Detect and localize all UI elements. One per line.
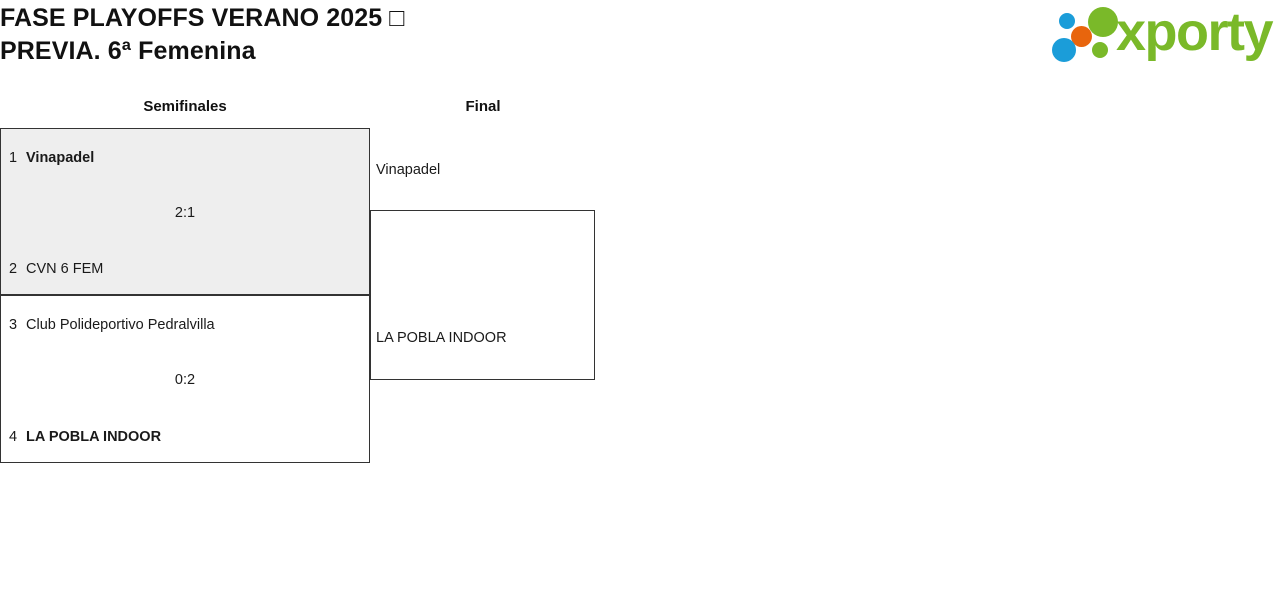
- logo-dot-orange-icon: [1071, 26, 1092, 47]
- competitor-name: Vinapadel: [26, 150, 95, 166]
- logo-wordmark: xporty: [1116, 2, 1274, 62]
- competitor-row[interactable]: 1 Vinapadel: [1, 147, 369, 169]
- final-competitor-top[interactable]: Vinapadel: [376, 162, 441, 178]
- final-competitor-bottom[interactable]: LA POBLA INDOOR: [376, 330, 507, 346]
- competitor-seed: 4: [9, 429, 18, 445]
- page-header: FASE PLAYOFFS VERANO 2025 □ PREVIA. 6ª F…: [0, 0, 1280, 80]
- competitor-row[interactable]: 4 LA POBLA INDOOR: [1, 426, 369, 448]
- competitor-seed: 1: [9, 150, 18, 166]
- match-score: 0:2: [174, 372, 196, 388]
- competitor-name: LA POBLA INDOOR: [26, 429, 162, 445]
- round-header-semifinales: Semifinales: [143, 98, 227, 115]
- logo-dots-icon: [1048, 4, 1126, 68]
- competitor-seed: 3: [9, 317, 18, 333]
- logo-dot-green-small-icon: [1092, 42, 1108, 58]
- logo-dot-blue-small-icon: [1059, 13, 1075, 29]
- xporty-logo[interactable]: xporty: [1048, 2, 1276, 68]
- match-score: 2:1: [174, 205, 196, 221]
- match-box-semifinal-2[interactable]: 3 Club Polideportivo Pedralvilla 0:2 4 LA …: [0, 295, 370, 463]
- match-box-final[interactable]: [370, 210, 595, 380]
- logo-dot-blue-large-icon: [1052, 38, 1076, 62]
- competitor-seed: 2: [9, 261, 18, 277]
- competitor-name: Club Polideportivo Pedralvilla: [26, 317, 215, 333]
- round-header-final: Final: [465, 98, 501, 115]
- page-title: FASE PLAYOFFS VERANO 2025 □ PREVIA. 6ª F…: [0, 4, 405, 65]
- logo-dot-green-large-icon: [1088, 7, 1118, 37]
- competitor-row[interactable]: 2 CVN 6 FEM: [1, 258, 369, 280]
- competitor-row[interactable]: 3 Club Polideportivo Pedralvilla: [1, 314, 369, 336]
- competitor-name: CVN 6 FEM: [26, 261, 104, 277]
- match-box-semifinal-1[interactable]: 1 Vinapadel 2:1 2 CVN 6 FEM: [0, 128, 370, 295]
